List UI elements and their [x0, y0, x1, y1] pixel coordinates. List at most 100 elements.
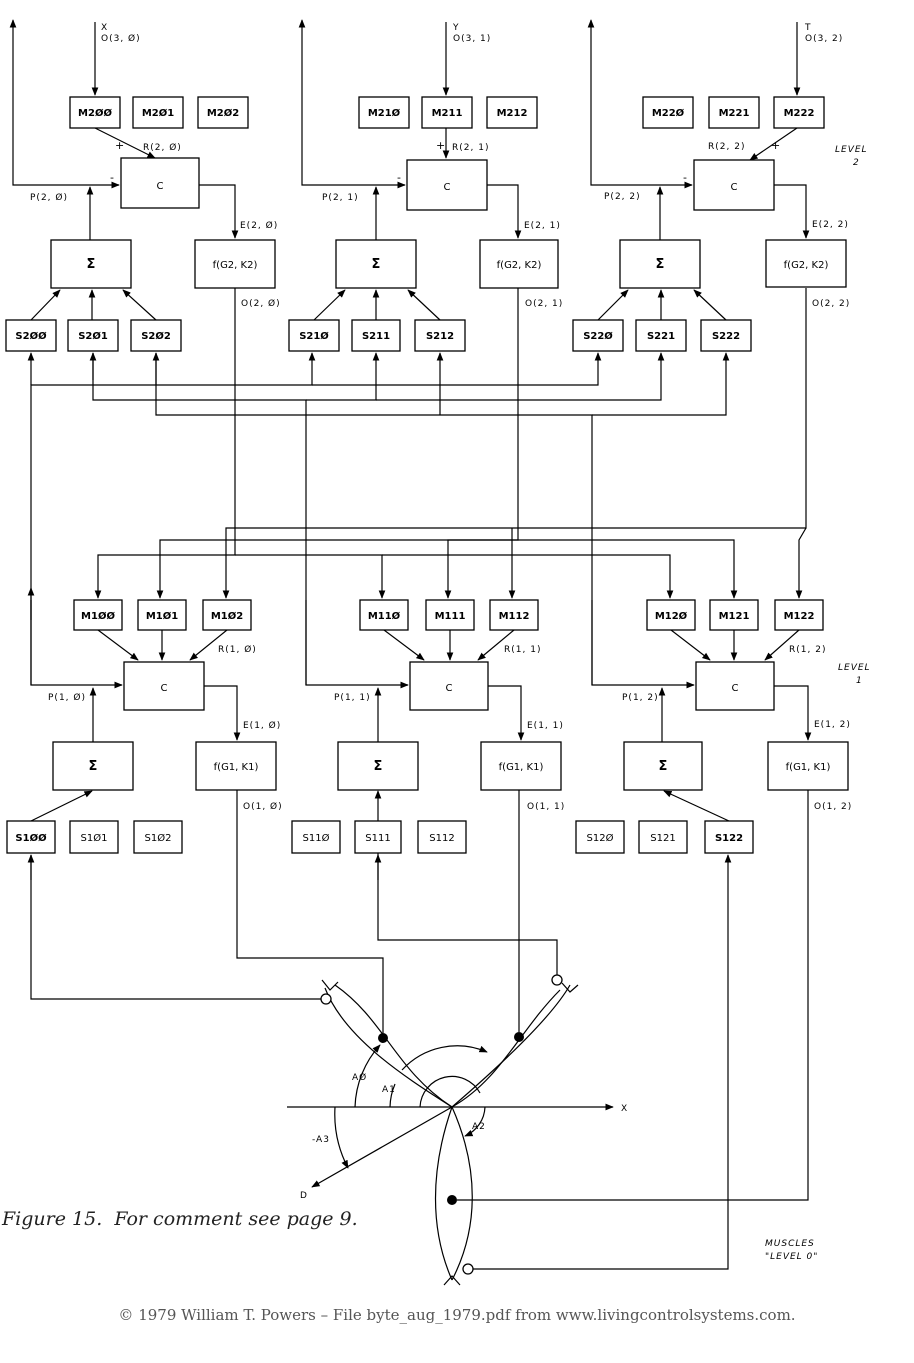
wire [795, 527, 807, 599]
wire [30, 790, 93, 822]
wire [592, 352, 730, 416]
muscle-left [334, 984, 453, 1108]
sensor-label: S221 [647, 331, 675, 342]
perception-label: P(2, 2) [604, 192, 641, 202]
level1-unit-0: M1ØØ M1Ø1 M1Ø2 R(1, Ø) C P(1, Ø) Σ E(1, … [6, 587, 283, 854]
sensor-label: S2Ø2 [141, 330, 171, 342]
input-t-name: T [804, 23, 812, 33]
sensor-arrow [30, 289, 61, 321]
wire [235, 554, 386, 599]
comparator-label: C [157, 181, 164, 192]
comparator-box [406, 159, 488, 211]
sensor-label: S122 [715, 833, 743, 844]
wire [222, 288, 807, 599]
d-axis [311, 1106, 453, 1188]
perception-line [301, 22, 406, 189]
sensor-box [700, 319, 752, 352]
muscle-bottom [451, 1106, 473, 1281]
memory-label: M112 [499, 611, 530, 622]
wire [774, 685, 812, 741]
memory-label: M2ØØ [78, 107, 112, 119]
input-t-output: O(3, 2) [805, 34, 843, 44]
sensor-box [67, 319, 119, 352]
reference-label: R(2, Ø) [143, 142, 182, 153]
minus-sign: - [683, 171, 687, 184]
sensor-label: S1ØØ [15, 832, 47, 844]
sensor-box [133, 820, 183, 854]
wire [764, 629, 800, 661]
sensor-label: S111 [365, 833, 390, 844]
wire [444, 539, 518, 599]
output-label: O(2, 1) [525, 299, 563, 309]
sensor-arrow [122, 289, 157, 321]
level1-unit-1: M11Ø M111 M112 R(1, 1) C P(1, 1) Σ E(1, … [291, 599, 564, 854]
output-function-label: f(G2, K2) [784, 260, 829, 271]
angle-upper-arc [401, 1045, 488, 1071]
wire [236, 790, 384, 1033]
perception-cross-wiring [27, 352, 730, 685]
input-y-name: Y [452, 23, 460, 33]
output-label: O(2, 2) [812, 299, 850, 309]
memory-box [202, 599, 252, 631]
wire [189, 629, 228, 661]
wire [312, 352, 602, 386]
output-function-box [195, 741, 277, 791]
sensor-label: S2Ø1 [78, 330, 108, 342]
memory-label: M122 [784, 611, 815, 622]
comparator-box [695, 661, 775, 711]
sensor-label: S2ØØ [15, 330, 47, 342]
angle-a0-label: AØ [352, 1072, 367, 1083]
memory-label: M22Ø [652, 107, 685, 119]
wire [30, 352, 316, 685]
input-y-output: O(3, 1) [453, 34, 491, 44]
reference-label: R(2, 1) [452, 143, 489, 153]
summer-box [52, 741, 134, 791]
input-x-output: O(3, Ø) [101, 33, 141, 44]
error-label: E(2, Ø) [240, 220, 278, 231]
level2-label: LEVEL [835, 145, 868, 155]
sensor-node [551, 974, 563, 986]
output-function-box [479, 239, 559, 289]
plus-sign: + [771, 139, 780, 152]
memory-box [359, 599, 409, 631]
reference-arrow [749, 127, 798, 161]
error-line [199, 184, 239, 239]
angle-a2-label: A2 [472, 1122, 486, 1132]
memory-label: M2Ø2 [207, 107, 239, 119]
sensor-label: S12Ø [587, 832, 614, 844]
memory-label: M211 [432, 108, 463, 119]
level0-label-1: MUSCLES [765, 1239, 815, 1249]
figure-caption: Figure 15. For comment see page 9. [2, 1208, 358, 1230]
muscle-bottom [434, 1106, 453, 1281]
level0-arm-geometry: X D AØ A1 A2 -A3 [27, 790, 809, 1286]
memory-label: M12Ø [655, 610, 688, 622]
sensor-label: S1Ø2 [145, 832, 172, 844]
memory-box [489, 599, 539, 631]
output-distribution-wiring [94, 288, 807, 599]
memory-box [358, 96, 410, 129]
wire [305, 600, 409, 689]
summer-box [337, 741, 419, 791]
wire [30, 855, 321, 1000]
comparator-label: C [731, 182, 738, 193]
page-footer: © 1979 William T. Powers – File byte_aug… [118, 1306, 796, 1324]
summer-box [623, 741, 703, 791]
figure-caption-text: For comment see page 9. [114, 1208, 358, 1230]
memory-box [774, 599, 824, 631]
summer-box [619, 239, 701, 289]
level1-label: LEVEL [838, 663, 871, 673]
effector-node [447, 1195, 457, 1205]
sensor-label: S11Ø [303, 832, 330, 844]
reference-label: R(1, 2) [789, 645, 826, 655]
input-y: Y O(3, 1) [452, 23, 491, 44]
wire [97, 629, 139, 661]
memory-box [773, 96, 825, 129]
error-label: E(2, 2) [812, 220, 849, 230]
angle-a3-arc [334, 1106, 349, 1169]
muscle-tip [321, 979, 339, 991]
muscle-tip [561, 982, 579, 993]
output-label: O(1, Ø) [243, 801, 283, 812]
level2-unit-1: M21Ø M211 M212 + R(2, 1) C - P(2, 1) Σ E… [288, 19, 563, 352]
perception-label: P(2, Ø) [30, 192, 68, 203]
sensor-box [575, 820, 625, 854]
